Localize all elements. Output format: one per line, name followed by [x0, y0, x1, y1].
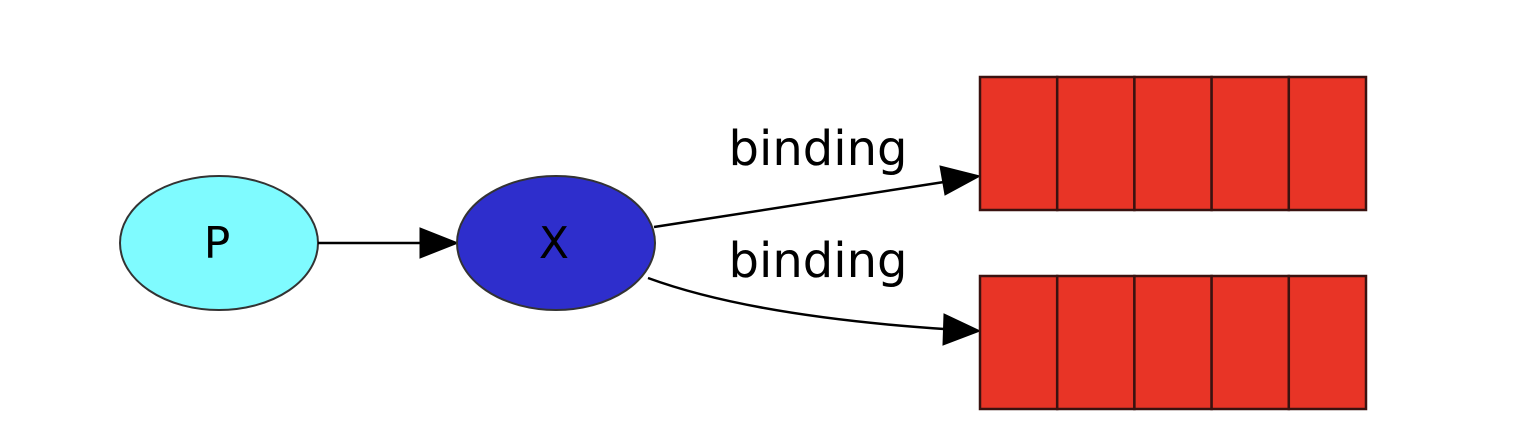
- binding-label-bottom: binding: [729, 233, 908, 289]
- arrow-head: [942, 313, 982, 346]
- edge-line: [653, 180, 945, 229]
- producer-label: P: [204, 218, 231, 269]
- queue-cell: [1210, 274, 1291, 411]
- binding-label-top: binding: [729, 121, 908, 177]
- queue-top: [978, 75, 1368, 212]
- queue-cell: [1055, 75, 1136, 212]
- queue-cell: [1133, 274, 1213, 411]
- queue-cell: [978, 274, 1059, 411]
- producer-node: P: [119, 175, 319, 311]
- edge-binding-bottom: binding: [647, 233, 982, 346]
- exchange-label: X: [539, 218, 569, 269]
- queue-cell: [1055, 274, 1136, 411]
- queue-cell: [1287, 75, 1368, 212]
- queue-cell: [1133, 75, 1213, 212]
- arrow-head: [419, 227, 460, 259]
- queue-cell: [978, 75, 1059, 212]
- exchange-node: X: [456, 175, 656, 311]
- arrow-head: [939, 165, 982, 196]
- edge-line: [647, 276, 945, 331]
- edge-producer-to-exchange: [318, 227, 460, 259]
- queue-cell: [1287, 274, 1368, 411]
- queue-cell: [1210, 75, 1291, 212]
- queue-bottom: [978, 274, 1368, 411]
- exchange-ellipse: [456, 175, 656, 311]
- edge-binding-top: binding: [653, 121, 982, 229]
